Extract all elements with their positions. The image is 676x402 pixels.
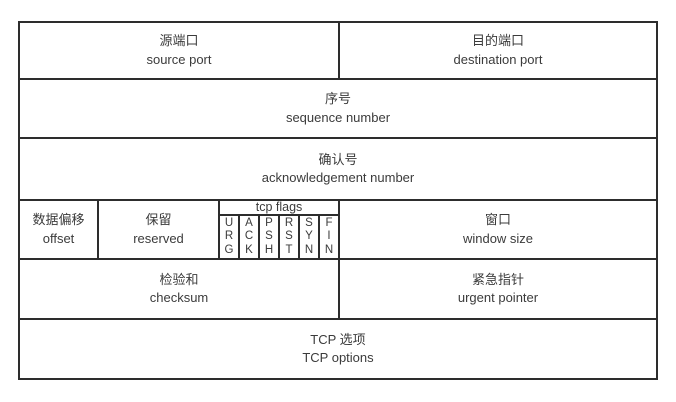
tcp-flags-columns: U R G A C K P S H R S T S Y N F I N — [220, 216, 338, 258]
field-destination-port-en: destination port — [453, 51, 543, 67]
field-checksum-en: checksum — [149, 290, 209, 305]
field-source-port: 源端口 source port — [20, 23, 338, 78]
flag-rst: R S T — [278, 216, 298, 258]
field-checksum-zh: 检验和 — [159, 271, 199, 287]
field-data-offset-en: offset — [42, 230, 75, 246]
field-source-port-zh: 源端口 — [159, 33, 199, 49]
field-acknowledgement-number: 确认号 acknowledgement number — [20, 139, 656, 199]
row-ports: 源端口 source port 目的端口 destination port — [20, 23, 656, 80]
flag-urg: U R G — [224, 216, 234, 256]
tcp-flags-header: tcp flags — [220, 201, 338, 216]
tcp-flags-group: tcp flags U R G A C K P S H R S T S Y N … — [218, 201, 338, 258]
field-tcp-options: TCP 选项 TCP options — [20, 320, 656, 378]
flag-syn: S Y N — [298, 216, 318, 258]
field-data-offset: 数据偏移 offset — [20, 201, 97, 258]
field-window-size-zh: 窗口 — [484, 212, 511, 228]
flag-ack: A C K — [238, 216, 258, 258]
flag-fin: F I N — [318, 216, 338, 258]
flag-psh: P S H — [258, 216, 278, 258]
field-window-size: 窗口 window size — [338, 201, 656, 258]
field-acknowledgement-number-zh: 确认号 — [318, 151, 358, 167]
field-destination-port: 目的端口 destination port — [338, 23, 656, 78]
field-reserved-zh: 保留 — [145, 212, 172, 228]
row-acknowledgement-number: 确认号 acknowledgement number — [20, 139, 656, 201]
field-tcp-options-en: TCP options — [302, 350, 374, 365]
tcp-header-diagram: 源端口 source port 目的端口 destination port 序号… — [18, 21, 658, 380]
row-tcp-options: TCP 选项 TCP options — [20, 320, 656, 378]
field-sequence-number-en: sequence number — [285, 109, 391, 125]
field-reserved: 保留 reserved — [97, 201, 218, 258]
field-destination-port-zh: 目的端口 — [471, 33, 524, 49]
field-urgent-pointer: 紧急指针 urgent pointer — [338, 260, 656, 318]
field-source-port-en: source port — [146, 51, 212, 67]
field-sequence-number: 序号 sequence number — [20, 80, 656, 137]
field-urgent-pointer-zh: 紧急指针 — [471, 271, 524, 287]
row-offset-flags-window: 数据偏移 offset 保留 reserved tcp flags U R G … — [20, 201, 656, 260]
row-sequence-number: 序号 sequence number — [20, 80, 656, 139]
field-urgent-pointer-en: urgent pointer — [457, 290, 539, 305]
field-tcp-options-zh: TCP 选项 — [310, 331, 366, 347]
row-checksum-urgent: 检验和 checksum 紧急指针 urgent pointer — [20, 260, 656, 320]
field-data-offset-zh: 数据偏移 — [32, 212, 85, 228]
field-window-size-en: window size — [462, 230, 534, 246]
field-checksum: 检验和 checksum — [20, 260, 338, 318]
field-acknowledgement-number-en: acknowledgement number — [261, 170, 415, 185]
field-reserved-en: reserved — [133, 230, 184, 246]
field-sequence-number-zh: 序号 — [324, 91, 351, 107]
